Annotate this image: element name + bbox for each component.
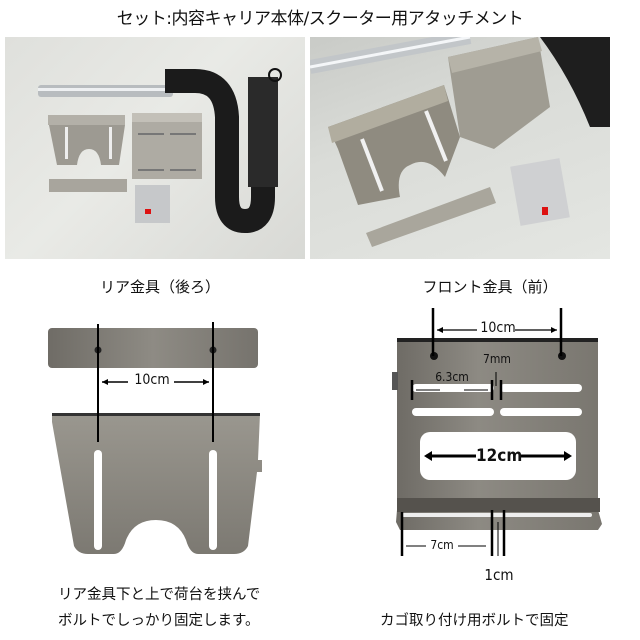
rear-hole-spacing-label: 10cm — [134, 372, 170, 388]
attachments-illustration — [310, 37, 610, 247]
rear-note-line-2: ボルトでしっかり固定します。 — [58, 613, 260, 629]
bottom-slot-length-label: 7cm — [430, 538, 454, 552]
front-hole-spacing-label: 10cm — [480, 320, 516, 336]
window-width-label: 12cm — [476, 446, 523, 466]
rear-note-line-1: リア金具下と上で荷台を挟んで — [58, 587, 261, 603]
rear-bracket-drawing — [48, 322, 262, 554]
rear-bracket-caption: リア金具（後ろ） — [99, 278, 220, 296]
front-bracket-drawing — [392, 308, 602, 556]
page-title: セット:内容キャリア本体/スクーター用アタッチメント — [116, 9, 524, 29]
product-photo-full-set — [5, 37, 305, 259]
carrier-set-illustration — [38, 68, 282, 233]
slot-gap-label: 7mm — [483, 352, 511, 366]
front-bracket-caption: フロント金具（前） — [422, 278, 558, 296]
product-photo-attachments — [310, 37, 610, 259]
front-bracket-diagram: 10cm 7mm 6.3cm 12cm 7cm 1cm — [380, 300, 620, 590]
rear-bracket-note: リア金具下と上で荷台を挟んで ボルトでしっかり固定します。 — [58, 582, 298, 634]
front-bracket-note: カゴ取り付け用ボルトで固定 — [380, 613, 569, 629]
slot-length-label: 6.3cm — [435, 370, 469, 384]
bottom-gap-label: 1cm — [484, 566, 514, 584]
rear-bracket-diagram: 10cm — [30, 310, 290, 580]
